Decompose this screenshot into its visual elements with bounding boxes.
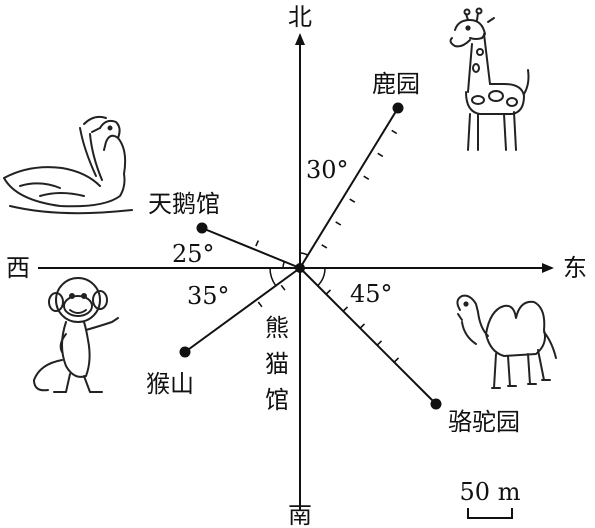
place-label-deer: 鹿园 <box>372 70 420 98</box>
route-swan <box>201 227 301 269</box>
place-label-swan: 天鹅馆 <box>148 190 220 218</box>
angle-arc-camel <box>317 267 326 287</box>
giraffe-icon <box>449 7 530 151</box>
point-deer <box>392 102 404 114</box>
route-deer <box>299 107 399 269</box>
north-label: 北 <box>288 3 312 31</box>
point-center <box>295 263 305 273</box>
east-label: 东 <box>563 254 587 282</box>
angle-arc-deer <box>299 252 309 256</box>
angle-arc-swan <box>282 261 286 269</box>
angle-label-camel: 45° <box>350 280 393 308</box>
center-label-char-3: 馆 <box>265 386 289 414</box>
angle-label-swan: 25° <box>172 240 215 268</box>
point-monkey <box>179 346 191 358</box>
south-label: 南 <box>288 501 312 528</box>
center-label-char-1: 熊 <box>265 314 289 342</box>
angle-label-monkey: 35° <box>187 282 230 310</box>
route-camel <box>299 267 437 405</box>
place-label-monkey: 猴山 <box>146 370 194 398</box>
scale-label: 50 m <box>460 478 521 506</box>
angle-arc-monkey <box>269 267 277 287</box>
swan-icon <box>3 115 133 215</box>
scale-bar <box>467 508 513 519</box>
angle-label-deer: 30° <box>306 156 349 184</box>
monkey-icon <box>33 277 119 393</box>
camel-icon <box>456 294 557 389</box>
route-ticks <box>255 129 400 363</box>
route-monkey <box>184 267 301 353</box>
west-label: 西 <box>6 254 30 282</box>
center-label-char-2: 猫 <box>265 350 289 378</box>
point-swan <box>196 222 208 234</box>
point-camel <box>430 398 442 410</box>
place-label-camel: 骆驼园 <box>448 408 520 436</box>
